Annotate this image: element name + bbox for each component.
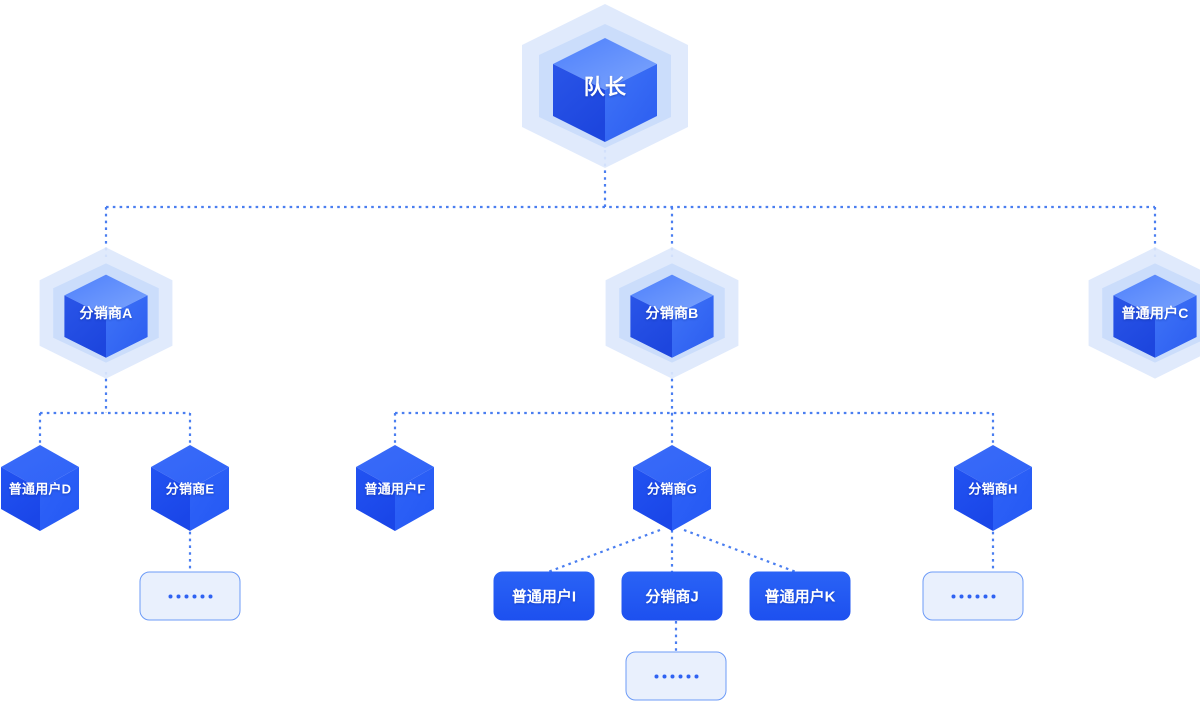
- hexagon-cube-icon: [343, 443, 447, 533]
- card-j-more[interactable]: [625, 651, 727, 701]
- node-distributor-g[interactable]: 分销商G: [620, 443, 724, 533]
- node-root[interactable]: 队长: [505, 0, 705, 172]
- node-user-c[interactable]: 普通用户C: [1075, 244, 1200, 382]
- card-distributor-j[interactable]: 分销商J: [621, 571, 723, 621]
- ellipsis-icon: [951, 594, 995, 598]
- node-distributor-b[interactable]: 分销商B: [592, 244, 752, 382]
- hexagon-cube-icon: [620, 443, 724, 533]
- card-user-i[interactable]: 普通用户I: [493, 571, 595, 621]
- card-user-k[interactable]: 普通用户K: [749, 571, 851, 621]
- ellipsis-icon: [654, 674, 698, 678]
- node-distributor-e[interactable]: 分销商E: [138, 443, 242, 533]
- edge-g-i: [547, 528, 661, 574]
- hexagon-cube-icon: [0, 443, 92, 533]
- edge-g-k: [683, 528, 797, 574]
- hexagon-cube-icon: [592, 244, 752, 382]
- hexagon-cube-icon: [505, 0, 705, 172]
- card-e-more[interactable]: [139, 571, 241, 621]
- hexagon-cube-icon: [941, 443, 1045, 533]
- hexagon-cube-icon: [26, 244, 186, 382]
- card-h-more[interactable]: [922, 571, 1024, 621]
- hexagon-cube-icon: [138, 443, 242, 533]
- node-user-f[interactable]: 普通用户F: [343, 443, 447, 533]
- node-user-d[interactable]: 普通用户D: [0, 443, 92, 533]
- ellipsis-icon: [168, 594, 212, 598]
- card-user-i-label: 普通用户I: [511, 588, 577, 606]
- card-distributor-j-label: 分销商J: [645, 588, 699, 606]
- node-distributor-h[interactable]: 分销商H: [941, 443, 1045, 533]
- hexagon-cube-icon: [1075, 244, 1200, 382]
- node-distributor-a[interactable]: 分销商A: [26, 244, 186, 382]
- card-user-k-label: 普通用户K: [764, 588, 836, 606]
